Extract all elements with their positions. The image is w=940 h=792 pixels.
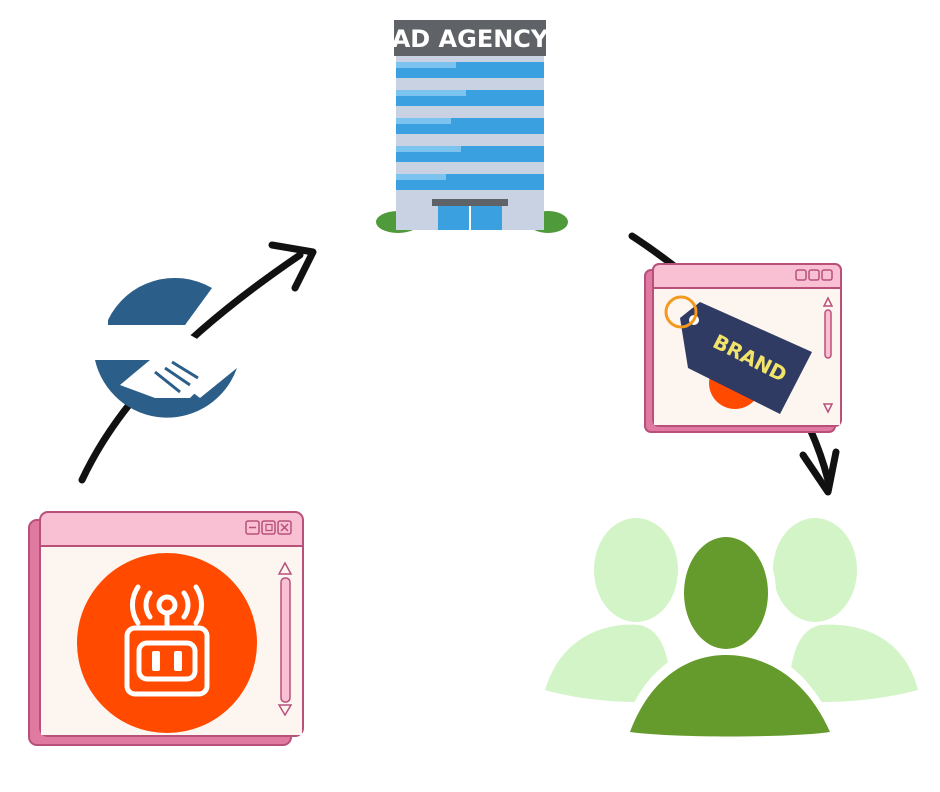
people-group-icon bbox=[545, 518, 918, 738]
agency-sign bbox=[394, 20, 546, 56]
handshake-icon bbox=[95, 277, 237, 418]
brand-app-window: BRAND bbox=[644, 263, 842, 433]
tag-ring bbox=[664, 295, 698, 329]
agency-sign-label: AD AGENCY bbox=[392, 25, 549, 53]
brand-tag-icon: BRAND bbox=[680, 302, 812, 414]
building-canopy bbox=[432, 199, 508, 206]
robot-broadcast-icon bbox=[77, 553, 257, 733]
window-controls[interactable] bbox=[795, 269, 833, 281]
scrollbar[interactable] bbox=[822, 296, 834, 414]
window-controls[interactable] bbox=[245, 520, 292, 535]
ad-agency-building: AD AGENCY bbox=[376, 20, 568, 233]
robot-app-window bbox=[28, 511, 304, 746]
scrollbar[interactable] bbox=[277, 561, 293, 717]
